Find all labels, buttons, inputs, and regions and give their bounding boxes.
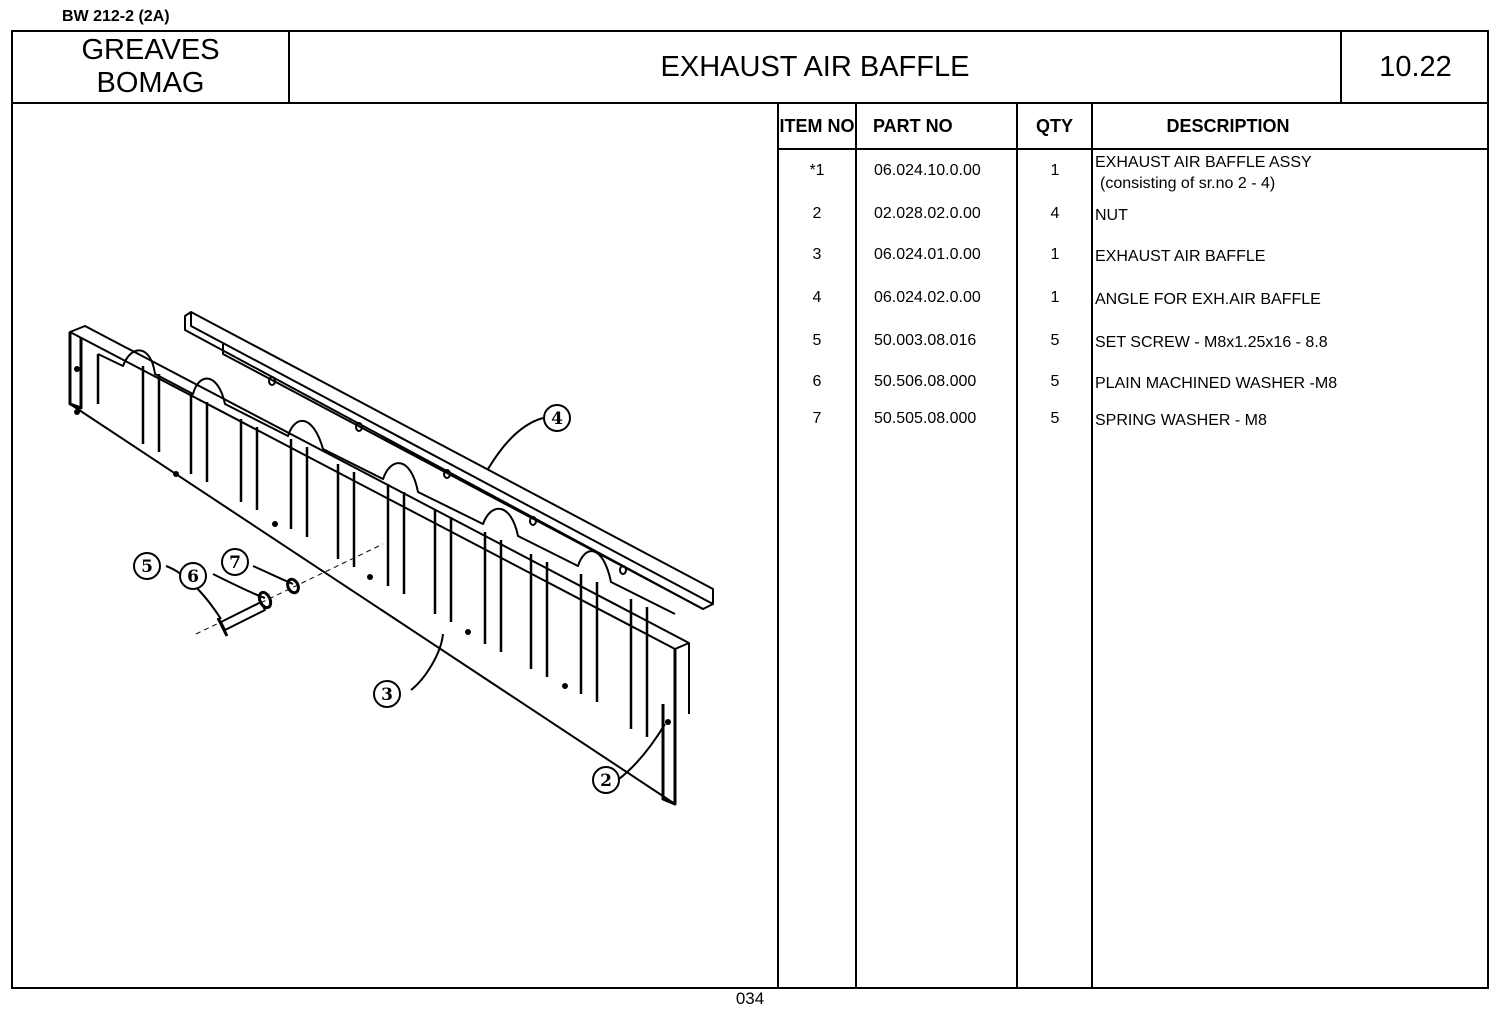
callout-3: 3 bbox=[381, 685, 393, 705]
qty: 5 bbox=[1050, 410, 1060, 427]
description: NUT bbox=[1095, 207, 1128, 224]
baffle-scallop-edge bbox=[97, 349, 676, 615]
item-no: 6 bbox=[812, 373, 822, 390]
description: EXHAUST AIR BAFFLE bbox=[1095, 248, 1266, 265]
item-no: 4 bbox=[812, 289, 822, 306]
callout-4-bubble bbox=[543, 404, 571, 432]
qty: 4 bbox=[1050, 205, 1060, 222]
part-no: 50.003.08.016 bbox=[874, 332, 977, 349]
header-divider bbox=[1340, 32, 1342, 102]
description: ANGLE FOR EXH.AIR BAFFLE bbox=[1095, 291, 1321, 308]
brand-line-1: GREAVES bbox=[81, 34, 220, 66]
callout-2: 2 bbox=[600, 771, 612, 791]
table-divider bbox=[777, 104, 779, 989]
header-divider bbox=[288, 32, 290, 102]
page-title: EXHAUST AIR BAFFLE bbox=[660, 50, 970, 83]
plain-washer bbox=[257, 590, 273, 610]
item-no: 7 bbox=[812, 410, 822, 427]
description: SET SCREW - M8x1.25x16 - 8.8 bbox=[1095, 334, 1328, 351]
callout-2-bubble bbox=[592, 766, 620, 794]
callout-7: 7 bbox=[229, 553, 241, 573]
col-header-desc: DESCRIPTION bbox=[1166, 116, 1290, 136]
part-no: 50.505.08.000 bbox=[874, 410, 977, 427]
item-no: 2 bbox=[812, 205, 822, 222]
qty: 1 bbox=[1050, 246, 1060, 263]
description: SPRING WASHER - M8 bbox=[1095, 412, 1267, 429]
table-divider bbox=[1016, 104, 1018, 989]
part-no: 50.506.08.000 bbox=[874, 373, 977, 390]
spring-washer bbox=[286, 577, 300, 595]
table-divider bbox=[855, 104, 857, 989]
callout-5: 5 bbox=[141, 557, 153, 577]
table-header-rule bbox=[779, 148, 1487, 150]
qty: 5 bbox=[1050, 332, 1060, 349]
item-no: *1 bbox=[809, 162, 825, 179]
callout-5-bubble bbox=[133, 552, 161, 580]
description-main: EXHAUST AIR BAFFLE ASSY bbox=[1095, 154, 1312, 171]
baffle-end-plate bbox=[661, 649, 677, 806]
description: EXHAUST AIR BAFFLE ASSY (consisting of s… bbox=[1095, 152, 1485, 194]
callout-6-bubble bbox=[179, 562, 207, 590]
description-sub: (consisting of sr.no 2 - 4) bbox=[1100, 175, 1276, 192]
part-no: 06.024.01.0.00 bbox=[874, 246, 981, 263]
qty: 1 bbox=[1050, 162, 1060, 179]
angle-strip bbox=[184, 311, 714, 610]
brand-line-2: BOMAG bbox=[96, 67, 205, 99]
description: PLAIN MACHINED WASHER -M8 bbox=[1095, 375, 1338, 392]
parts-sheet-frame: GREAVES BOMAG EXHAUST AIR BAFFLE 10.22 bbox=[11, 30, 1489, 989]
item-no: 5 bbox=[812, 332, 822, 349]
exploded-drawing: 4 5 6 7 3 2 bbox=[13, 104, 777, 989]
header-rule bbox=[13, 102, 1487, 104]
part-no: 06.024.02.0.00 bbox=[874, 289, 981, 306]
set-screw bbox=[220, 601, 266, 631]
qty: 5 bbox=[1050, 373, 1060, 390]
part-no: 02.028.02.0.00 bbox=[874, 205, 981, 222]
callout-3-bubble bbox=[373, 680, 401, 708]
mounting-holes bbox=[74, 366, 671, 725]
col-header-part: PART NO bbox=[873, 116, 953, 136]
callout-6: 6 bbox=[187, 567, 199, 587]
col-header-item: ITEM NO bbox=[779, 116, 855, 136]
section-number: 10.22 bbox=[1379, 50, 1452, 83]
model-number: BW 212-2 (2A) bbox=[62, 8, 170, 25]
brand-block: GREAVES BOMAG bbox=[13, 32, 288, 102]
page-number: 034 bbox=[735, 989, 765, 1008]
parts-diagram: 4 5 6 7 3 2 bbox=[68, 311, 714, 806]
callout-7-bubble bbox=[221, 548, 249, 576]
table-divider bbox=[1091, 104, 1093, 989]
qty: 1 bbox=[1050, 289, 1060, 306]
item-no: 3 bbox=[812, 246, 822, 263]
baffle-end-plate bbox=[68, 332, 83, 410]
callout-4: 4 bbox=[551, 409, 563, 429]
part-no: 06.024.10.0.00 bbox=[874, 162, 981, 179]
col-header-qty: QTY bbox=[1035, 116, 1073, 136]
